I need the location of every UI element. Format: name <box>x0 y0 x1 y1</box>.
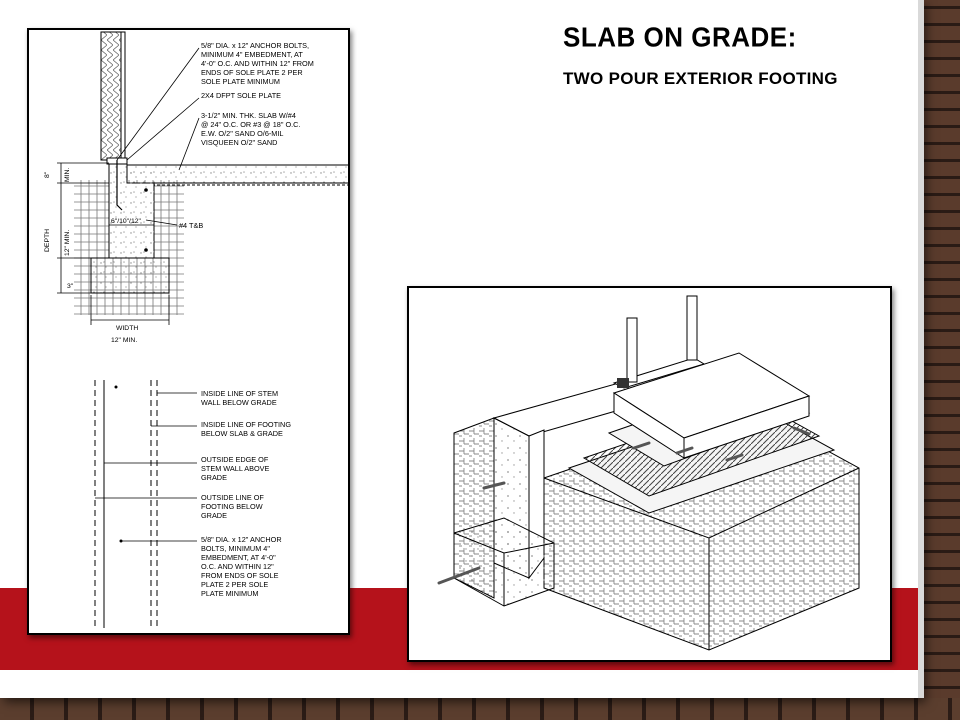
dimension-text: 8" MIN. DEPTH 12" MIN. 3" 6"/10"/12" WID… <box>44 168 142 344</box>
rebar-top <box>144 188 148 192</box>
brick-floor-background <box>0 698 960 720</box>
plan-lines <box>94 380 158 628</box>
anchor-bolt <box>116 160 123 211</box>
dim-min: MIN. <box>64 168 71 182</box>
legend-line: 5/8" DIA. x 12" ANCHOR <box>201 535 282 544</box>
callout-line: 5/8" DIA. x 12" ANCHOR BOLTS, <box>201 41 309 50</box>
legend-arrows <box>95 392 197 542</box>
legend-line: PLATE 2 PER SOLE <box>201 580 268 589</box>
dim-8: 8" <box>44 171 51 178</box>
dim-width-min: 12" MIN. <box>111 337 137 344</box>
footing-edges <box>453 532 555 606</box>
slide: SLAB ON GRADE: TWO POUR EXTERIOR FOOTING <box>0 0 922 698</box>
slab <box>126 164 350 184</box>
legend-line: WALL BELOW GRADE <box>201 398 277 407</box>
legend-line: FOOTING BELOW <box>201 502 263 511</box>
stud-right <box>686 295 698 361</box>
plan-anchor-bolt <box>114 385 118 389</box>
rebar-bottom <box>144 248 148 252</box>
rebar-label: #4 T&B <box>179 221 203 230</box>
legend-text: INSIDE LINE OF STEM WALL BELOW GRADE INS… <box>201 389 291 598</box>
rebar-ends <box>437 426 811 585</box>
slide-title: SLAB ON GRADE: <box>563 21 797 53</box>
wall-sheathing <box>120 31 126 161</box>
brick-wall-background <box>920 0 960 720</box>
dim-width: WIDTH <box>116 325 138 332</box>
stem-wall-fill <box>109 164 154 258</box>
legend-line: STEM WALL ABOVE <box>201 464 270 473</box>
legend-line: EMBEDMENT, AT 4'-0" <box>201 553 276 562</box>
dimension-lines <box>57 162 170 325</box>
section-detail-drawing: 5/8" DIA. x 12" ANCHOR BOLTS, MINIMUM 4"… <box>44 31 350 628</box>
wall-insulation <box>100 31 122 161</box>
dim-depth: DEPTH <box>44 229 51 252</box>
leader-lines <box>116 47 200 226</box>
section-detail-panel: 5/8" DIA. x 12" ANCHOR BOLTS, MINIMUM 4"… <box>27 28 350 635</box>
legend-line: GRADE <box>201 511 227 520</box>
legend-line: BOLTS, MINIMUM 4" <box>201 544 270 553</box>
callout-line: VISQUEEN O/2" SAND <box>201 138 277 147</box>
stud-left <box>626 317 638 383</box>
dim-3: 3" <box>67 283 74 290</box>
callout-line: 4'-0" O.C. AND WITHIN 12" FROM <box>201 59 314 68</box>
callout-line: @ 24" O.C. OR #3 @ 18" O.C. <box>201 120 300 129</box>
callout-line: SOLE PLATE MINIMUM <box>201 77 280 86</box>
legend-line: PLATE MINIMUM <box>201 589 258 598</box>
legend-line: OUTSIDE EDGE OF <box>201 455 269 464</box>
callout-line: E.W. O/2" SAND O/6-MIL <box>201 129 283 138</box>
isometric-illustration-panel <box>407 286 892 662</box>
anchor-bolt-nut <box>617 378 629 388</box>
legend-line: INSIDE LINE OF FOOTING <box>201 420 291 429</box>
legend-line: GRADE <box>201 473 227 482</box>
slide-subtitle: TWO POUR EXTERIOR FOOTING <box>563 69 838 88</box>
legend-line: O.C. AND WITHIN 12" <box>201 562 274 571</box>
callout-line: 3-1/2" MIN. THK. SLAB W/#4 <box>201 111 296 120</box>
callout-line: ENDS OF SOLE PLATE 2 PER <box>201 68 303 77</box>
callout-line: MINIMUM 4" EMBEDMENT, AT <box>201 50 303 59</box>
callout-line: 2X4 DFPT SOLE PLATE <box>201 91 281 100</box>
legend-line: INSIDE LINE OF STEM <box>201 389 278 398</box>
dim-12min: 12" MIN. <box>64 230 71 256</box>
dim-stem: 6"/10"/12" <box>111 218 142 225</box>
footing <box>90 257 170 294</box>
legend-line: FROM ENDS OF SOLE <box>201 571 279 580</box>
legend-line: BELOW SLAB & GRADE <box>201 429 283 438</box>
slide-edge-shadow <box>918 0 924 698</box>
isometric-footing-drawing <box>437 295 860 651</box>
legend-line: OUTSIDE LINE OF <box>201 493 264 502</box>
callout-text: 5/8" DIA. x 12" ANCHOR BOLTS, MINIMUM 4"… <box>179 41 314 230</box>
